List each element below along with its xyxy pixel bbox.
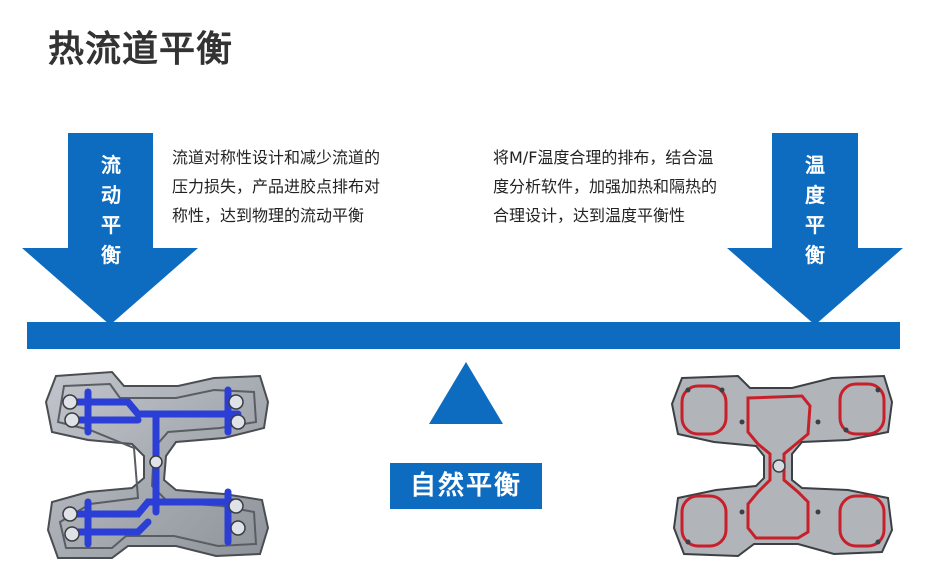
left-arrow-char: 平 [101,213,121,237]
manifold-flow-image [44,370,270,559]
runner-channels [64,386,242,548]
right-arrow-char: 度 [805,183,825,207]
flow-balance-description: 流道对称性设计和减少流道的 压力损失，产品进胶点排布对 称性，达到物理的流动平衡 [172,143,380,230]
desc-line: 流道对称性设计和减少流道的 [172,148,381,167]
balance-beam [27,322,900,349]
left-arrow-char: 动 [101,183,121,207]
page-title: 热流道平衡 [48,29,234,70]
temperature-balance-description: 将M/F温度合理的排布，结合温 度分析软件，加强加热和隔热的 合理设计，达到温度… [493,143,717,230]
mounting-holes [685,387,881,545]
left-arrow-char: 衡 [101,243,121,267]
nozzle-drops [62,394,246,542]
natural-balance-label: 自然平衡 [390,463,542,509]
right-down-arrow [727,133,903,325]
manifold-heater-image [670,374,894,558]
right-arrow-label: 温 度 平 衡 [800,150,830,270]
desc-line: 度分析软件，加强加热和隔热的 [493,177,718,196]
right-arrow-char: 平 [805,213,825,237]
heater-loops [680,382,886,548]
desc-line: 将M/F温度合理的排布，结合温 [493,148,714,167]
left-down-arrow [22,133,198,325]
left-arrow-char: 流 [101,153,121,177]
left-arrow-label: 流 动 平 衡 [96,150,126,270]
desc-line: 称性，达到物理的流动平衡 [172,206,365,225]
right-arrow-char: 衡 [805,243,825,267]
center-sprue [772,459,786,473]
desc-line: 合理设计，达到温度平衡性 [493,206,686,225]
right-arrow-char: 温 [805,153,825,177]
desc-line: 压力损失，产品进胶点排布对 [172,177,381,196]
